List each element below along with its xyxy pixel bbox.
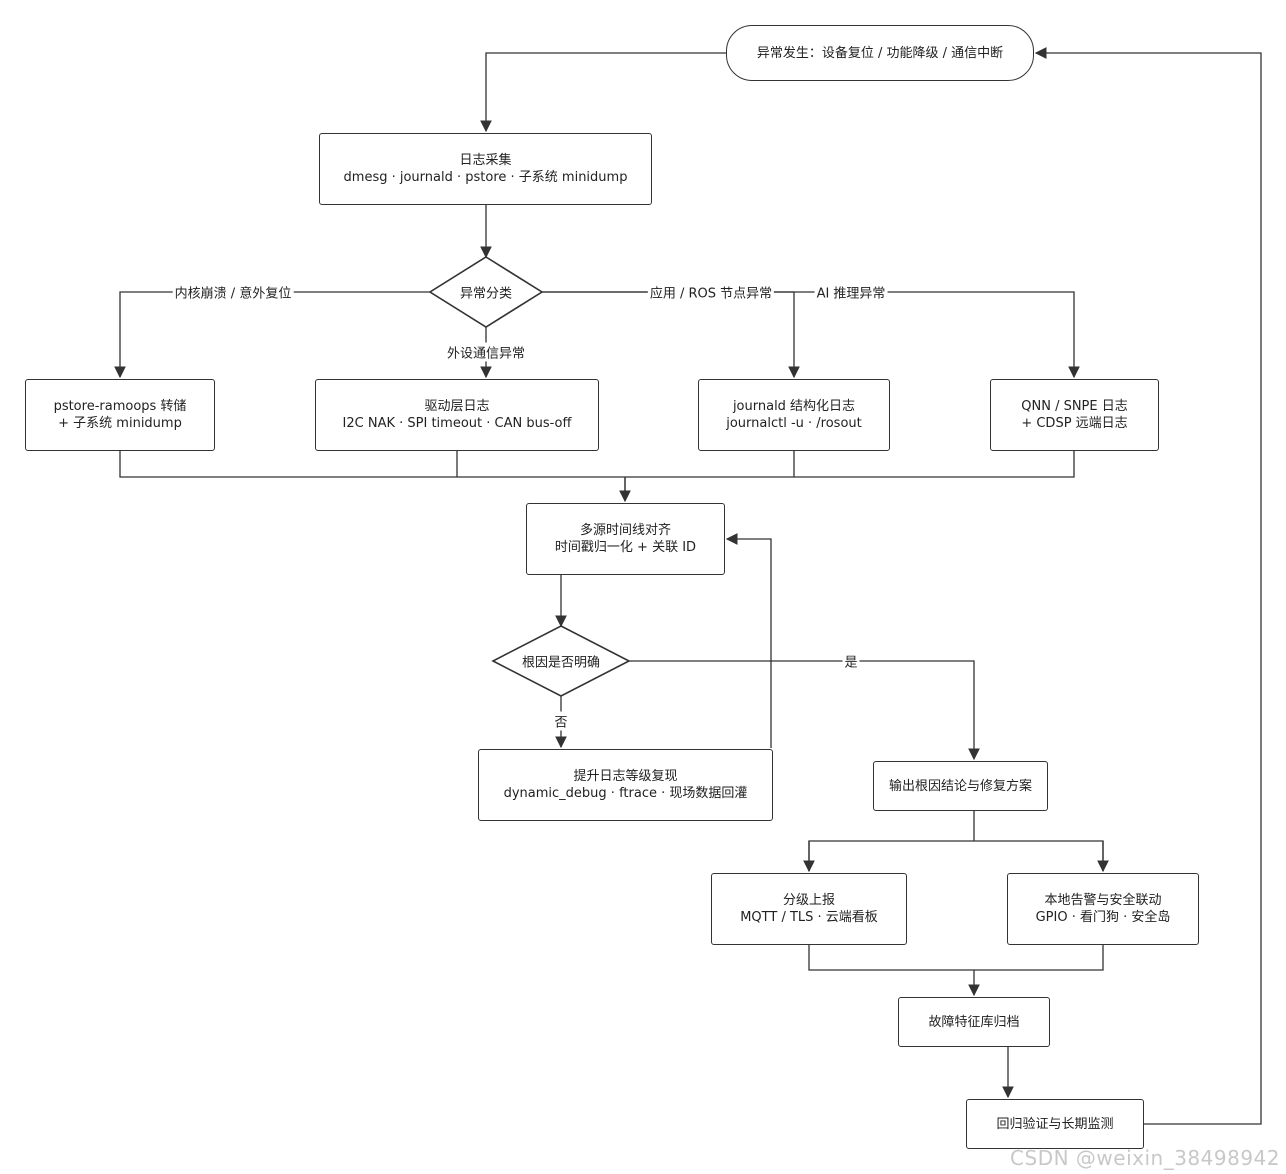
qnn-node: QNN / SNPE 日志 + CDSP 远端日志 [990,379,1159,451]
edge-merge-archive [808,945,1104,971]
rootcause-label: 根因是否明确 [521,655,601,671]
edge-classify-kernel [114,291,430,379]
classify-diamond [428,256,544,328]
align-detail: 时间戳归一化 + 关联 ID [554,540,697,555]
qnn-detail: + CDSP 远端日志 [1021,416,1128,431]
report-detail: MQTT / TLS · 云端看板 [740,910,878,925]
alarm-node: 本地告警与安全联动 GPIO · 看门狗 · 安全岛 [1007,873,1199,945]
edge-label-peripheral: 外设通信异常 [444,342,528,362]
report-node: 分级上报 MQTT / TLS · 云端看板 [711,873,907,945]
journald-detail: journalctl -u · /rosout [726,416,862,431]
align-title: 多源时间线对齐 [579,523,671,538]
archive-text: 故障特征库归档 [928,1014,1020,1030]
kernel-node: pstore-ramoops 转储 + 子系统 minidump [25,379,215,451]
edge-label-ai: AI 推理异常 [814,282,888,302]
edge-label-kernel: 内核崩溃 / 意外复位 [172,282,294,302]
edge-verify-start [1034,47,1262,1125]
kernel-detail: + 子系统 minidump [58,416,182,431]
log-collect-title: 日志采集 [459,153,512,168]
edge-classify-journald [542,291,800,379]
edge-classify-qnn [542,291,1080,379]
kernel-title: pstore-ramoops 转储 [53,399,187,414]
log-collect-node: 日志采集 dmesg · journald · pstore · 子系统 min… [319,133,652,205]
output-text: 输出根因结论与修复方案 [888,778,1032,794]
edge-label-yes: 是 [842,651,860,671]
edge-output-split [808,811,1104,871]
verify-text: 回归验证与长期监测 [996,1116,1114,1132]
edge-label-no: 否 [552,711,570,731]
start-node: 异常发生：设备复位 / 功能降级 / 通信中断 [726,25,1034,81]
edge-elevate-align [725,533,772,748]
edge-merge [119,451,1075,501]
edge-start-collect [480,52,726,133]
elevate-title: 提升日志等级复现 [573,769,678,784]
journald-node: journald 结构化日志 journalctl -u · /rosout [698,379,890,451]
alarm-title: 本地告警与安全联动 [1044,893,1162,908]
report-title: 分级上报 [782,893,835,908]
verify-node: 回归验证与长期监测 [966,1099,1144,1149]
align-node: 多源时间线对齐 时间戳归一化 + 关联 ID [526,503,725,575]
output-node: 输出根因结论与修复方案 [873,761,1048,811]
elevate-detail: dynamic_debug · ftrace · 现场数据回灌 [503,786,748,801]
archive-node: 故障特征库归档 [898,997,1050,1047]
rootcause-diamond [491,625,631,697]
driver-node: 驱动层日志 I2C NAK · SPI timeout · CAN bus-of… [315,379,599,451]
elevate-node: 提升日志等级复现 dynamic_debug · ftrace · 现场数据回灌 [478,749,773,821]
log-collect-detail: dmesg · journald · pstore · 子系统 minidump [343,170,628,185]
edge-label-app: 应用 / ROS 节点异常 [647,282,775,302]
alarm-detail: GPIO · 看门狗 · 安全岛 [1035,910,1171,925]
journald-title: journald 结构化日志 [732,399,856,414]
driver-detail: I2C NAK · SPI timeout · CAN bus-off [342,416,572,431]
qnn-title: QNN / SNPE 日志 [1021,399,1128,414]
classify-label: 异常分类 [459,286,513,302]
watermark: CSDN @weixin_38498942 [1010,1146,1280,1170]
start-text: 异常发生：设备复位 / 功能降级 / 通信中断 [756,45,1004,61]
driver-title: 驱动层日志 [424,399,490,414]
edge-rootcause-output [629,660,980,761]
